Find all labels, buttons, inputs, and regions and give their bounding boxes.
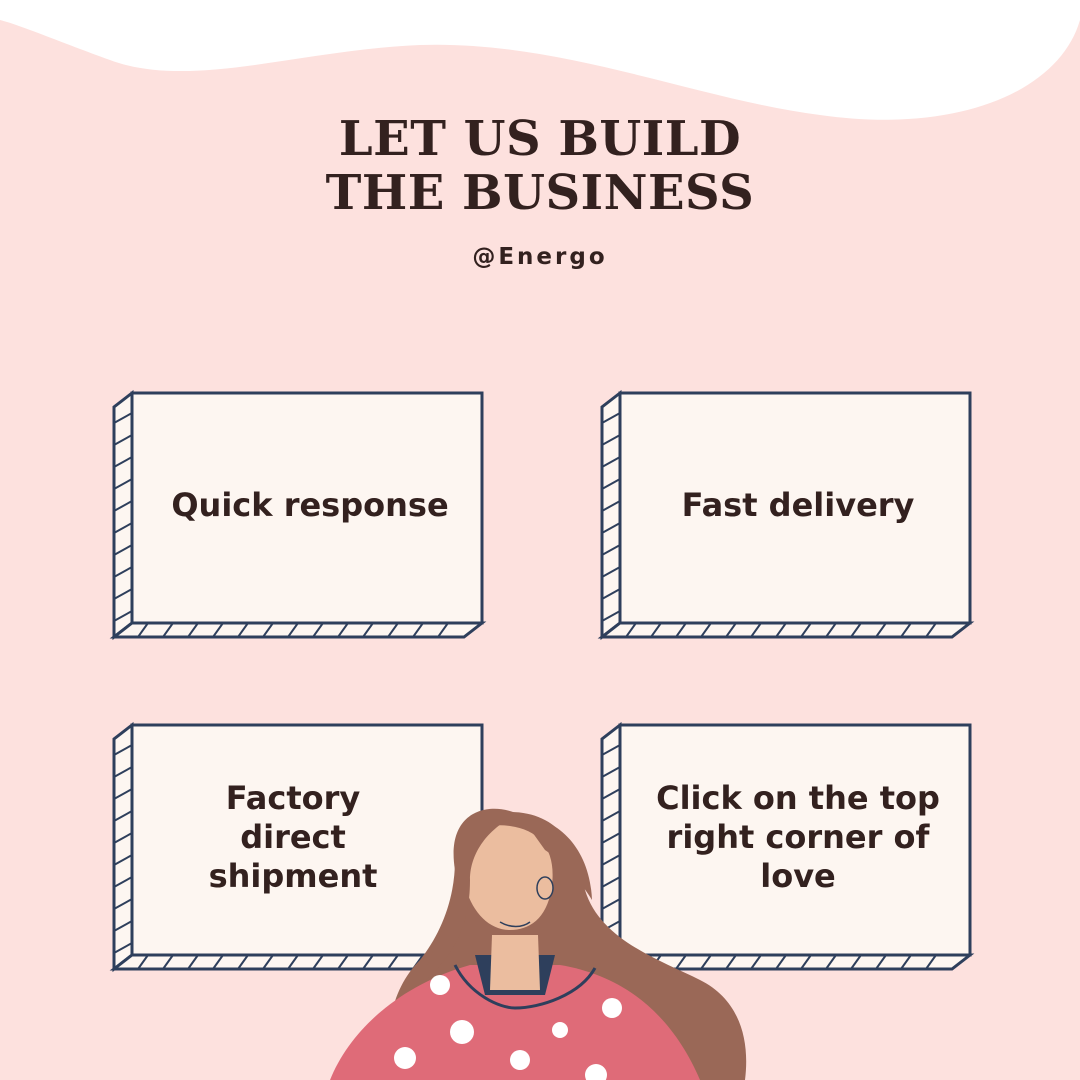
- feature-card-quick-response: Quick response: [108, 383, 488, 643]
- card-frame: [109, 389, 487, 641]
- card-label: Fast delivery: [681, 485, 915, 524]
- feature-card-love-corner: Click on the top right corner of love: [596, 715, 976, 975]
- card-label: Factory direct shipment: [208, 778, 378, 895]
- feature-card-fast-delivery: Fast delivery: [596, 383, 976, 643]
- card-label: Click on the top right corner of love: [656, 778, 940, 895]
- card-label: Quick response: [171, 485, 449, 524]
- title-line-1: LET US BUILD: [338, 111, 742, 167]
- feature-card-factory-direct: Factory direct shipment: [108, 715, 488, 975]
- card-frame: [597, 389, 975, 641]
- title-line-2: THE BUSINESS: [325, 165, 755, 221]
- header: LET US BUILD THE BUSINESS @Energo: [0, 112, 1080, 270]
- brand-handle: @Energo: [472, 244, 608, 270]
- page-title: LET US BUILD THE BUSINESS: [0, 112, 1080, 220]
